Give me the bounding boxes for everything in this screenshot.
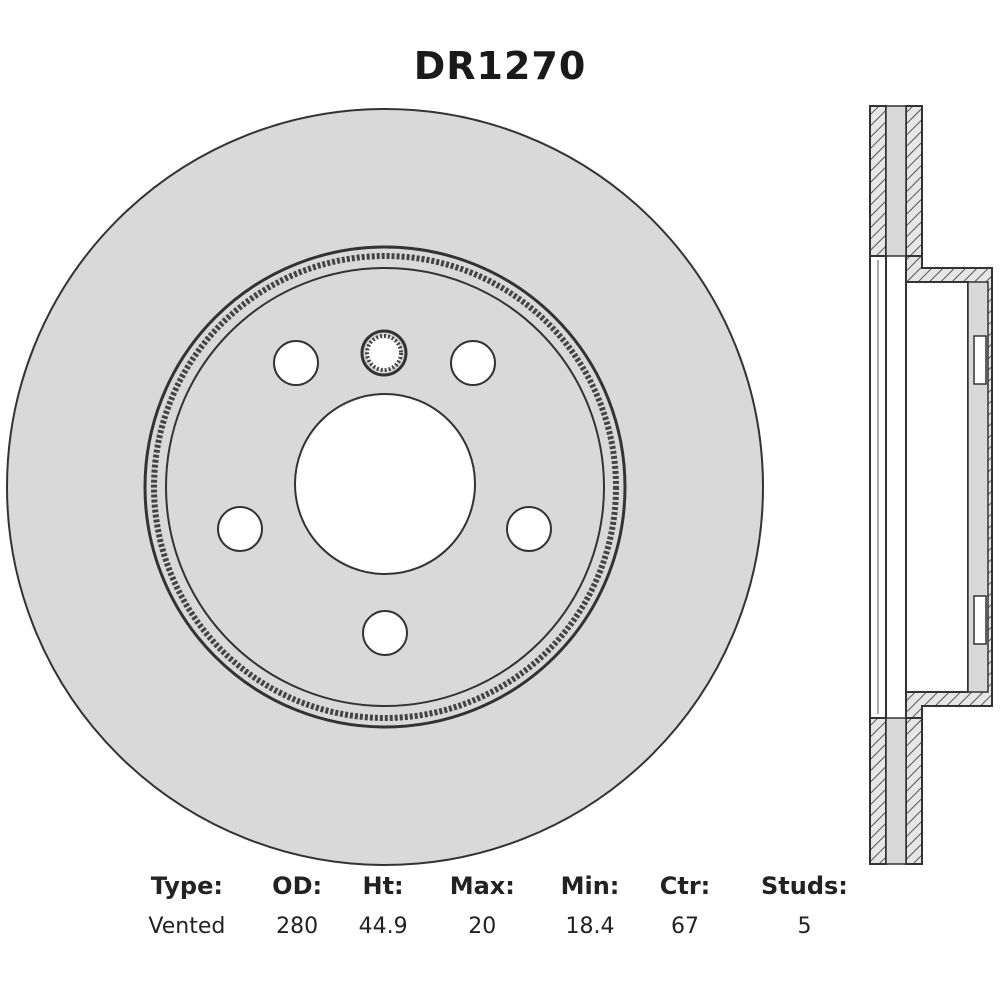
stud-hole — [506, 506, 552, 552]
stud-hole — [217, 506, 263, 552]
spec-header-studs: Studs: — [761, 872, 848, 900]
rotor-section-view — [869, 105, 993, 865]
specification-table: Type: OD: Ht: Max: Min: Ctr: Studs: Vent… — [120, 872, 880, 939]
friction-face-lower-right — [905, 717, 923, 865]
spec-header-row: Type: OD: Ht: Max: Min: Ctr: Studs: — [120, 872, 880, 914]
spec-value-studs: 5 — [797, 914, 812, 939]
spec-value-ht: 44.9 — [358, 914, 408, 939]
hat-ring-dashed — [151, 253, 619, 721]
spec-header-type: Type: — [150, 872, 223, 900]
spec-header-ctr: Ctr: — [659, 872, 711, 900]
spec-value-od: 280 — [276, 914, 319, 939]
spec-value-ctr: 67 — [671, 914, 699, 939]
friction-face-lower-left — [869, 717, 887, 865]
vent-gap-lower — [885, 717, 907, 865]
spec-value-type: Vented — [148, 914, 226, 939]
hat-face-detail-top — [973, 335, 987, 385]
spec-header-od: OD: — [272, 872, 323, 900]
spec-value-row: Vented 280 44.9 20 18.4 67 5 — [120, 914, 880, 939]
center-bore — [294, 393, 476, 575]
spec-header-max: Max: — [449, 872, 515, 900]
vent-gap-upper — [885, 105, 907, 257]
rotor-front-view — [6, 108, 764, 866]
locating-screw-thread — [365, 334, 403, 372]
hat-face-detail-bottom — [973, 595, 987, 645]
spec-value-min: 18.4 — [565, 914, 615, 939]
spec-value-max: 20 — [468, 914, 497, 939]
part-number-title: DR1270 — [413, 44, 587, 88]
spec-header-min: Min: — [560, 872, 620, 900]
friction-face-upper-right — [905, 105, 923, 257]
stud-hole — [273, 340, 319, 386]
spec-header-ht: Ht: — [362, 872, 404, 900]
friction-face-upper-left — [869, 105, 887, 257]
hat-inner-cavity — [905, 281, 969, 693]
stud-hole — [362, 610, 408, 656]
stud-hole — [450, 340, 496, 386]
